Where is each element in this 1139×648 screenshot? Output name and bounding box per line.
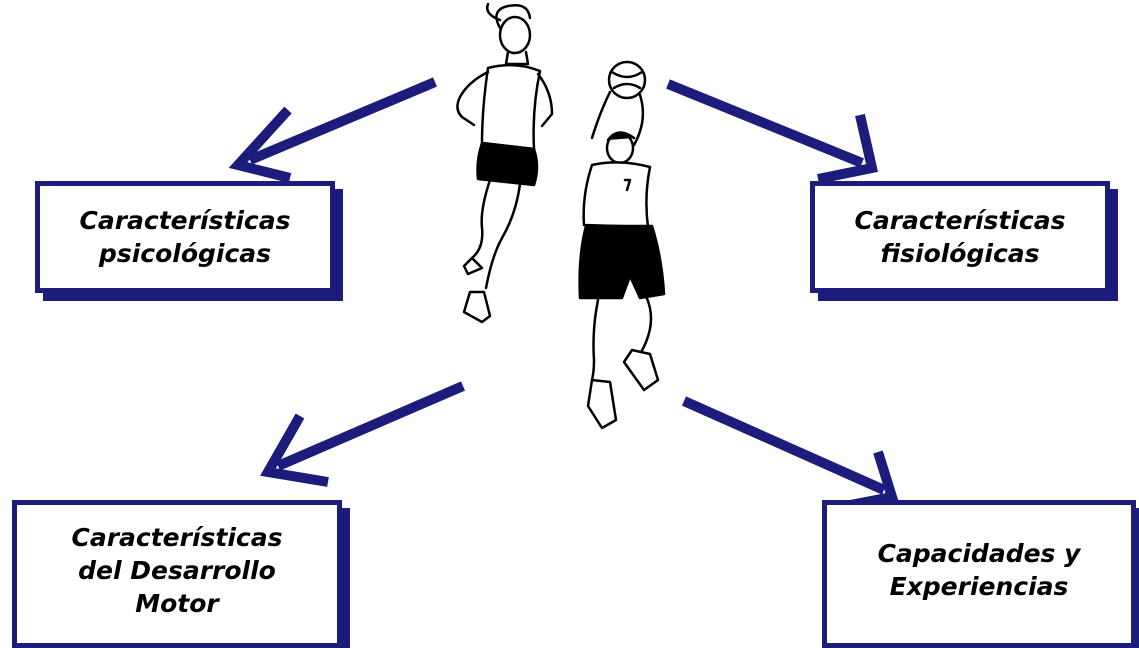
box-capacities-experiences-label: Capacidades y Experiencias <box>877 539 1081 601</box>
runner-figure <box>456 2 554 324</box>
box-motor-development-label: Características del Desarrollo Motor <box>71 522 283 618</box>
box-physiological: Características fisiológicas <box>810 181 1110 293</box>
box-psychological-label: Características psicológicas <box>79 206 291 268</box>
box-physiological-label: Características fisiológicas <box>854 206 1066 268</box>
arrow-to-physiological <box>666 79 879 184</box>
box-motor-development: Características del Desarrollo Motor <box>12 500 342 648</box>
box-psychological: Características psicológicas <box>35 181 335 293</box>
jumper-figure <box>578 60 666 430</box>
box-capacities-experiences: Capacidades y Experiencias <box>822 500 1136 648</box>
arrow-to-capacities <box>681 396 899 512</box>
basketball-players-icon <box>456 2 666 430</box>
arrow-to-motor-development <box>260 381 465 487</box>
arrow-to-psychological <box>228 77 437 183</box>
